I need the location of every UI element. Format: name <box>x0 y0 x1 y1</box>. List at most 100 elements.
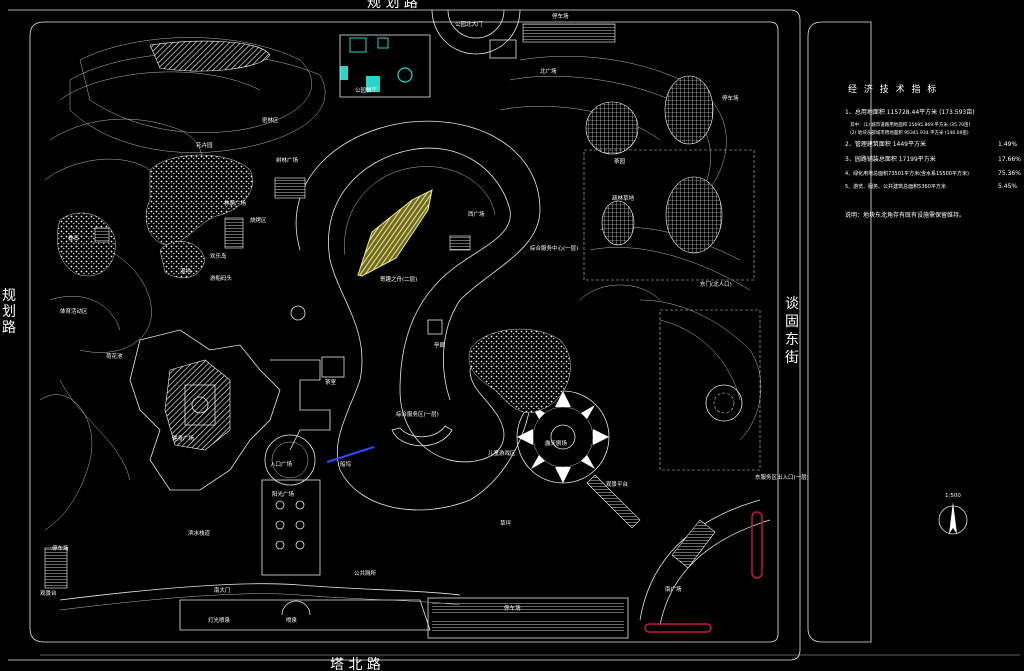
indicator-row-0: 1、总用地面积 115728.44平方米 (173.593亩) <box>845 108 975 116</box>
tea-house-box <box>321 356 345 378</box>
label-kids: 儿童游戏区 <box>488 449 516 457</box>
boat-deck-yellow <box>357 189 433 277</box>
east-service-dash <box>659 309 761 471</box>
label-south-plaza: 南广场 <box>665 585 682 593</box>
south-plaza <box>179 599 431 631</box>
site-boundary <box>29 21 779 643</box>
label-square-e: 西广场 <box>468 210 485 218</box>
north-arrow-icon <box>938 502 968 535</box>
west-stairs <box>274 177 306 199</box>
label-slope: 观景平台 <box>606 480 629 488</box>
label-east-service: 东服务区出入口(一层) <box>755 473 809 481</box>
east-small-circle <box>705 384 743 422</box>
label-forest: 树林广场 <box>276 156 299 164</box>
label-public-wc: 公共厕所 <box>354 569 377 577</box>
label-parking-n: 停车场 <box>552 12 569 20</box>
label-bridge: 滨水栈道 <box>188 529 211 537</box>
label-flower: 花卉园 <box>196 141 213 149</box>
small-island-box <box>427 319 443 335</box>
outer-road-edge <box>8 9 801 661</box>
indicator-row-4: 3、园路铺装总面积 17199平方米 <box>845 155 936 163</box>
blue-path <box>326 446 375 463</box>
indicators-title: 经 济 技 术 指 标 <box>848 83 938 95</box>
west-plaza-inner <box>164 359 231 451</box>
label-east-entrance: 东门(北人口) <box>700 280 732 288</box>
label-woods: 密林区 <box>262 116 279 124</box>
central-lake <box>328 147 533 511</box>
indicator-row-2: (2) 地块东部城市用地面积 95341.934 平方米 (146.69亩) <box>850 129 969 136</box>
ne-hill-3 <box>601 200 635 246</box>
central-circle-plaza <box>264 434 316 486</box>
west-plaza-shape <box>129 329 281 491</box>
central-axis-plaza <box>261 479 321 576</box>
label-restaurant: 公园餐厅 <box>355 86 378 94</box>
label-wetland: 湿地 <box>180 267 192 275</box>
west-rock-pond <box>56 212 116 277</box>
scale-label: 1:500 <box>945 493 961 499</box>
label-theater: 露天剧场 <box>545 439 568 447</box>
label-lake-name: 寄趣之舟(二层) <box>380 275 417 283</box>
se-bridge-stripes <box>671 519 716 569</box>
label-parking-s: 停车场 <box>504 604 521 612</box>
south-parking <box>427 597 629 639</box>
indicator-ratio-6: 5.45% <box>998 183 1017 190</box>
label-bbq: 烧烤区 <box>250 216 267 224</box>
se-red-kerb-1 <box>751 511 763 579</box>
label-lake-boat: 游船码头 <box>210 274 233 282</box>
indicator-panel-frame <box>807 21 872 643</box>
street-east: 谈固东街 <box>785 296 799 366</box>
label-teahouse2: 茶园 <box>614 157 626 165</box>
cyan-features <box>340 37 413 92</box>
ne-hill-2 <box>664 75 714 145</box>
contours-west <box>39 37 326 531</box>
indicator-row-1: 其中：(1) 城市道路用地面积 25695.869 平方米 (35.70亩) <box>850 121 971 128</box>
label-grass-e: 疏林草地 <box>612 194 635 202</box>
label-tea-house: 茶室 <box>325 378 337 386</box>
label-dance: 健身广场 <box>172 434 195 442</box>
street-north: 规 划 路 <box>367 0 418 11</box>
label-landmark: 观景台 <box>40 589 57 597</box>
south-road <box>59 583 461 601</box>
label-plaza-n: 北广场 <box>540 67 557 75</box>
label-gate-sq: 入口广场 <box>270 460 293 468</box>
label-boat: 船坞 <box>340 460 352 468</box>
lake-stairs <box>449 235 471 251</box>
indicator-row-6: 5、游览、服务、公共建筑总面积5360平方米 <box>845 183 946 190</box>
arc-building-east <box>391 425 453 447</box>
label-water-sports: 欢乐岛 <box>210 252 227 260</box>
label-parking-e: 停车场 <box>722 94 739 102</box>
west-stairs-2 <box>224 217 244 249</box>
label-sun-square: 阳光广场 <box>272 490 295 498</box>
ne-hill-1 <box>585 101 639 155</box>
indicator-ratio-3: 1.49% <box>998 141 1017 148</box>
south-semicircle <box>281 600 311 616</box>
ne-hill-4 <box>665 176 723 254</box>
street-west: 规划路 <box>2 288 16 336</box>
label-light: 灯光喷泉 <box>208 616 231 624</box>
north-gate-arc <box>431 9 521 55</box>
indicator-ratio-5: 75.36% <box>998 170 1021 177</box>
indicator-row-5: 4、绿化用地总面积73501平方米(含水系15500平方米) <box>845 170 969 177</box>
street-south: 塔 北 路 <box>330 657 381 671</box>
west-terraces <box>270 359 331 451</box>
label-meadow: 草坪 <box>500 519 512 527</box>
east-forest-dots <box>468 328 571 413</box>
indicator-ratio-4: 17.66% <box>998 156 1021 163</box>
label-service2: 综合服务区(一层) <box>396 410 439 418</box>
label-lotus: 荷花池 <box>106 352 123 360</box>
label-south-entrance: 南大门 <box>214 586 231 594</box>
se-curve-path <box>639 499 761 621</box>
label-pavilion: 亭廊 <box>434 341 446 349</box>
nw-hill-hatch <box>149 40 271 72</box>
label-rock: 叠石 <box>68 235 80 242</box>
label-fountain: 喷泉 <box>286 616 298 624</box>
radial-plaza-steps <box>586 474 641 529</box>
fountain-icons <box>275 500 305 550</box>
label-service: 综合服务中心(一层) <box>530 244 578 252</box>
ne-forest-rect <box>583 149 755 281</box>
indicator-row-3: 2、管理建筑面积 1449平方米 <box>845 140 926 148</box>
west-parking <box>44 547 68 589</box>
label-parking-w: 停车场 <box>52 544 69 552</box>
se-red-kerb-2 <box>644 623 712 633</box>
